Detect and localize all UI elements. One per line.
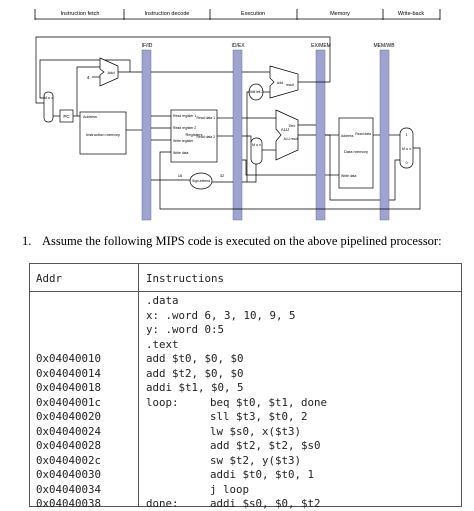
row-instruction: sll $t3, $t0, 2	[210, 410, 308, 423]
label-mem-wb: MEM/WB	[373, 43, 395, 49]
row-address: 0x04040020	[36, 410, 102, 423]
pipeline-register-mem-wb	[379, 49, 390, 221]
row-label: done:	[146, 497, 179, 510]
stage-label-ex: Execution	[241, 11, 265, 17]
bits-16-label: 16	[178, 173, 183, 178]
pc-adder-label: Add	[107, 70, 114, 75]
row-instruction: add $t2, $0, $0	[146, 366, 244, 380]
row-instruction: j loop	[210, 482, 250, 496]
row-instruction: addi $t1, $0, 5	[146, 381, 244, 394]
alu-zero-label: Zero	[289, 124, 296, 128]
shift-left-2-label: Shift left 2	[249, 90, 263, 94]
constant-four: 4	[87, 75, 90, 80]
rf-write-reg: Write register	[173, 139, 194, 143]
rf-read-data1: Read data 1	[197, 116, 216, 120]
bits-32-label: 32	[220, 173, 225, 178]
alu-result-label: ALU result	[284, 137, 299, 141]
im-label: Instruction memory	[86, 132, 120, 137]
row-address: 0x04040018	[36, 381, 102, 394]
pc-mux-label: M u x	[44, 95, 54, 100]
shift-left-2-unit	[248, 83, 264, 101]
row-instruction: .text	[146, 337, 179, 351]
row-address: 0x04040028	[36, 439, 102, 452]
pc-label: PC	[63, 114, 70, 119]
stage-label-if: Instruction fetch	[61, 11, 100, 17]
row-address: 0x04040024	[36, 424, 102, 438]
dm-write-data-label: Write data	[341, 174, 357, 178]
instruction-memory	[79, 111, 127, 155]
row-instruction: add $t2, $t2, $s0	[210, 439, 321, 452]
row-label: loop:	[146, 395, 179, 409]
row-instruction: addi $s0, $0, $t2	[210, 497, 321, 510]
row-address: 0x04040034	[36, 482, 102, 496]
dm-label: Data memory	[344, 149, 368, 154]
wb-mux-label: M u x	[402, 147, 411, 151]
sign-extend-label: Sign-extend	[192, 179, 210, 183]
wb-mux-zero: 0	[405, 161, 407, 165]
rf-read-data2: Read data 2	[197, 135, 216, 139]
im-address-label: Address	[83, 115, 97, 119]
alu	[275, 109, 299, 161]
rf-write-data: Write data	[173, 151, 189, 155]
rf-label: Registers	[186, 132, 203, 137]
rf-read-reg2: Read register 2	[173, 126, 196, 130]
pipeline-register-ex-mem	[315, 49, 326, 221]
pc-register	[59, 109, 74, 123]
row-instruction: sw $t2, y($t3)	[210, 453, 302, 467]
pipelined-datapath-diagram: Instruction fetch Instruction decode Exe…	[34, 9, 441, 221]
row-address: 0x04040010	[36, 352, 102, 365]
pipeline-register-id-ex	[232, 49, 243, 221]
label-id-ex: ID/EX	[231, 43, 245, 49]
datapath-wires	[35, 36, 421, 210]
row-instruction: y: .word 0:5	[146, 323, 225, 336]
alu-src-mux	[250, 137, 263, 165]
row-address: 0x04040014	[36, 366, 102, 380]
row-instruction: x: .word 6, 3, 10, 9, 5	[146, 308, 296, 322]
wb-mux	[399, 127, 414, 169]
branch-adder-label: Add	[277, 81, 283, 85]
data-memory	[338, 117, 374, 189]
dm-address-label: Address	[341, 134, 354, 138]
alu-src-mux-label: M u x	[252, 143, 261, 147]
header-addr: Addr	[36, 272, 63, 285]
stage-label-id: Instruction decode	[145, 11, 190, 17]
question-number: 1.	[22, 234, 32, 248]
stage-label-mem: Memory	[330, 11, 350, 17]
stage-label-wb: Write-back	[398, 11, 424, 17]
dm-read-data-label: Read data	[355, 132, 371, 136]
row-instruction: beq $t0, $t1, done	[210, 395, 328, 409]
row-instruction: add $t0, $0, $0	[146, 352, 244, 365]
rf-read-reg1: Read register 1	[173, 114, 196, 118]
pc-adder	[99, 57, 119, 87]
row-instruction: addi $t0, $t0, 1	[210, 468, 315, 481]
row-address: 0x04040030	[36, 468, 102, 481]
row-instruction: lw $s0, x($t3)	[210, 424, 302, 438]
register-file	[170, 109, 218, 163]
pc-mux: M u x	[44, 91, 54, 123]
sign-extend-unit	[189, 172, 213, 190]
row-address: 0x0404002c	[36, 453, 102, 467]
row-instruction: .data	[146, 294, 179, 307]
row-address: 0x04040038	[36, 497, 102, 510]
question-body: Assume the following MIPS code is execut…	[42, 234, 442, 248]
branch-adder	[269, 65, 299, 99]
header-instructions: Instructions	[146, 272, 225, 285]
stage-header	[34, 9, 441, 20]
branch-adder-result-label: result	[286, 83, 294, 87]
alu-label: ALU	[281, 127, 289, 132]
row-address: 0x0404001c	[36, 395, 102, 409]
wb-mux-one: 1	[405, 133, 407, 137]
question-text: 1. Assume the following MIPS code is exec…	[22, 234, 462, 249]
label-ex-mem: EX/MEM	[311, 43, 331, 49]
pipeline-register-if-id	[141, 49, 152, 221]
label-if-id: IF/ID	[142, 43, 153, 49]
